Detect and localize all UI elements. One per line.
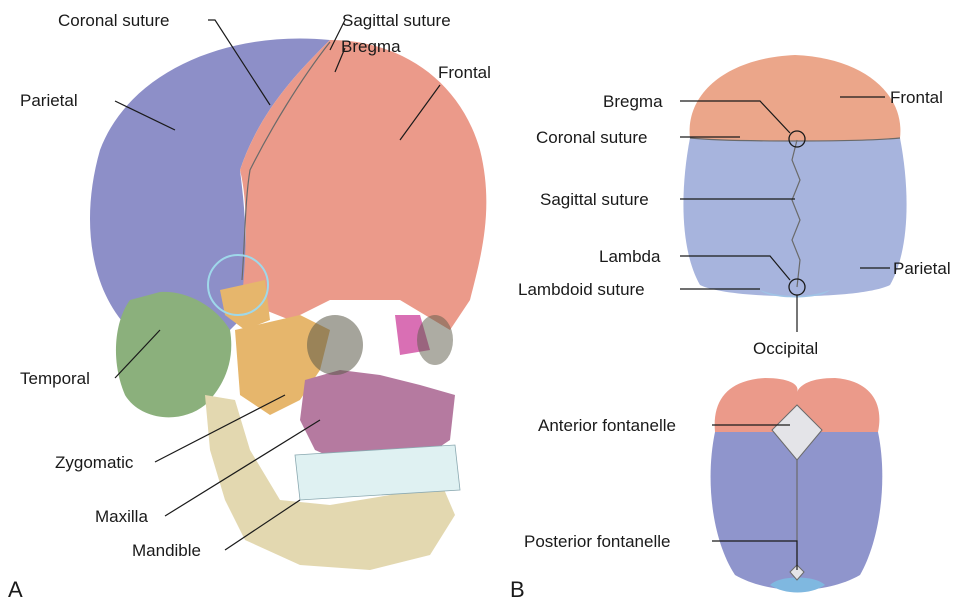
label-bregma-b: Bregma (603, 92, 663, 111)
label-zygomatic: Zygomatic (55, 453, 134, 472)
label-temporal: Temporal (20, 369, 90, 388)
label-sagittal-b: Sagittal suture (540, 190, 649, 209)
label-coronal-suture: Coronal suture (58, 11, 170, 30)
label-posterior-fontanelle: Posterior fontanelle (524, 532, 670, 551)
label-lambdoid: Lambdoid suture (518, 280, 645, 299)
label-coronal-b: Coronal suture (536, 128, 648, 147)
teeth (295, 445, 460, 500)
label-parietal-a: Parietal (20, 91, 78, 110)
skull-superior-illustration (683, 55, 906, 298)
orbit-2 (417, 315, 453, 365)
superior-parietal (683, 138, 906, 296)
label-maxilla: Maxilla (95, 507, 148, 526)
label-lambda: Lambda (599, 247, 661, 266)
label-frontal-b: Frontal (890, 88, 943, 107)
label-occipital: Occipital (753, 339, 818, 358)
label-anterior-fontanelle: Anterior fontanelle (538, 416, 676, 435)
label-frontal-a: Frontal (438, 63, 491, 82)
label-sagittal-suture: Sagittal suture (342, 11, 451, 30)
orbit (307, 315, 363, 375)
label-mandible: Mandible (132, 541, 201, 560)
superior-frontal (690, 55, 901, 141)
panel-label-a: A (8, 577, 23, 602)
label-bregma-a: Bregma (341, 37, 401, 56)
panel-label-b: B (510, 577, 525, 602)
label-parietal-b: Parietal (893, 259, 951, 278)
